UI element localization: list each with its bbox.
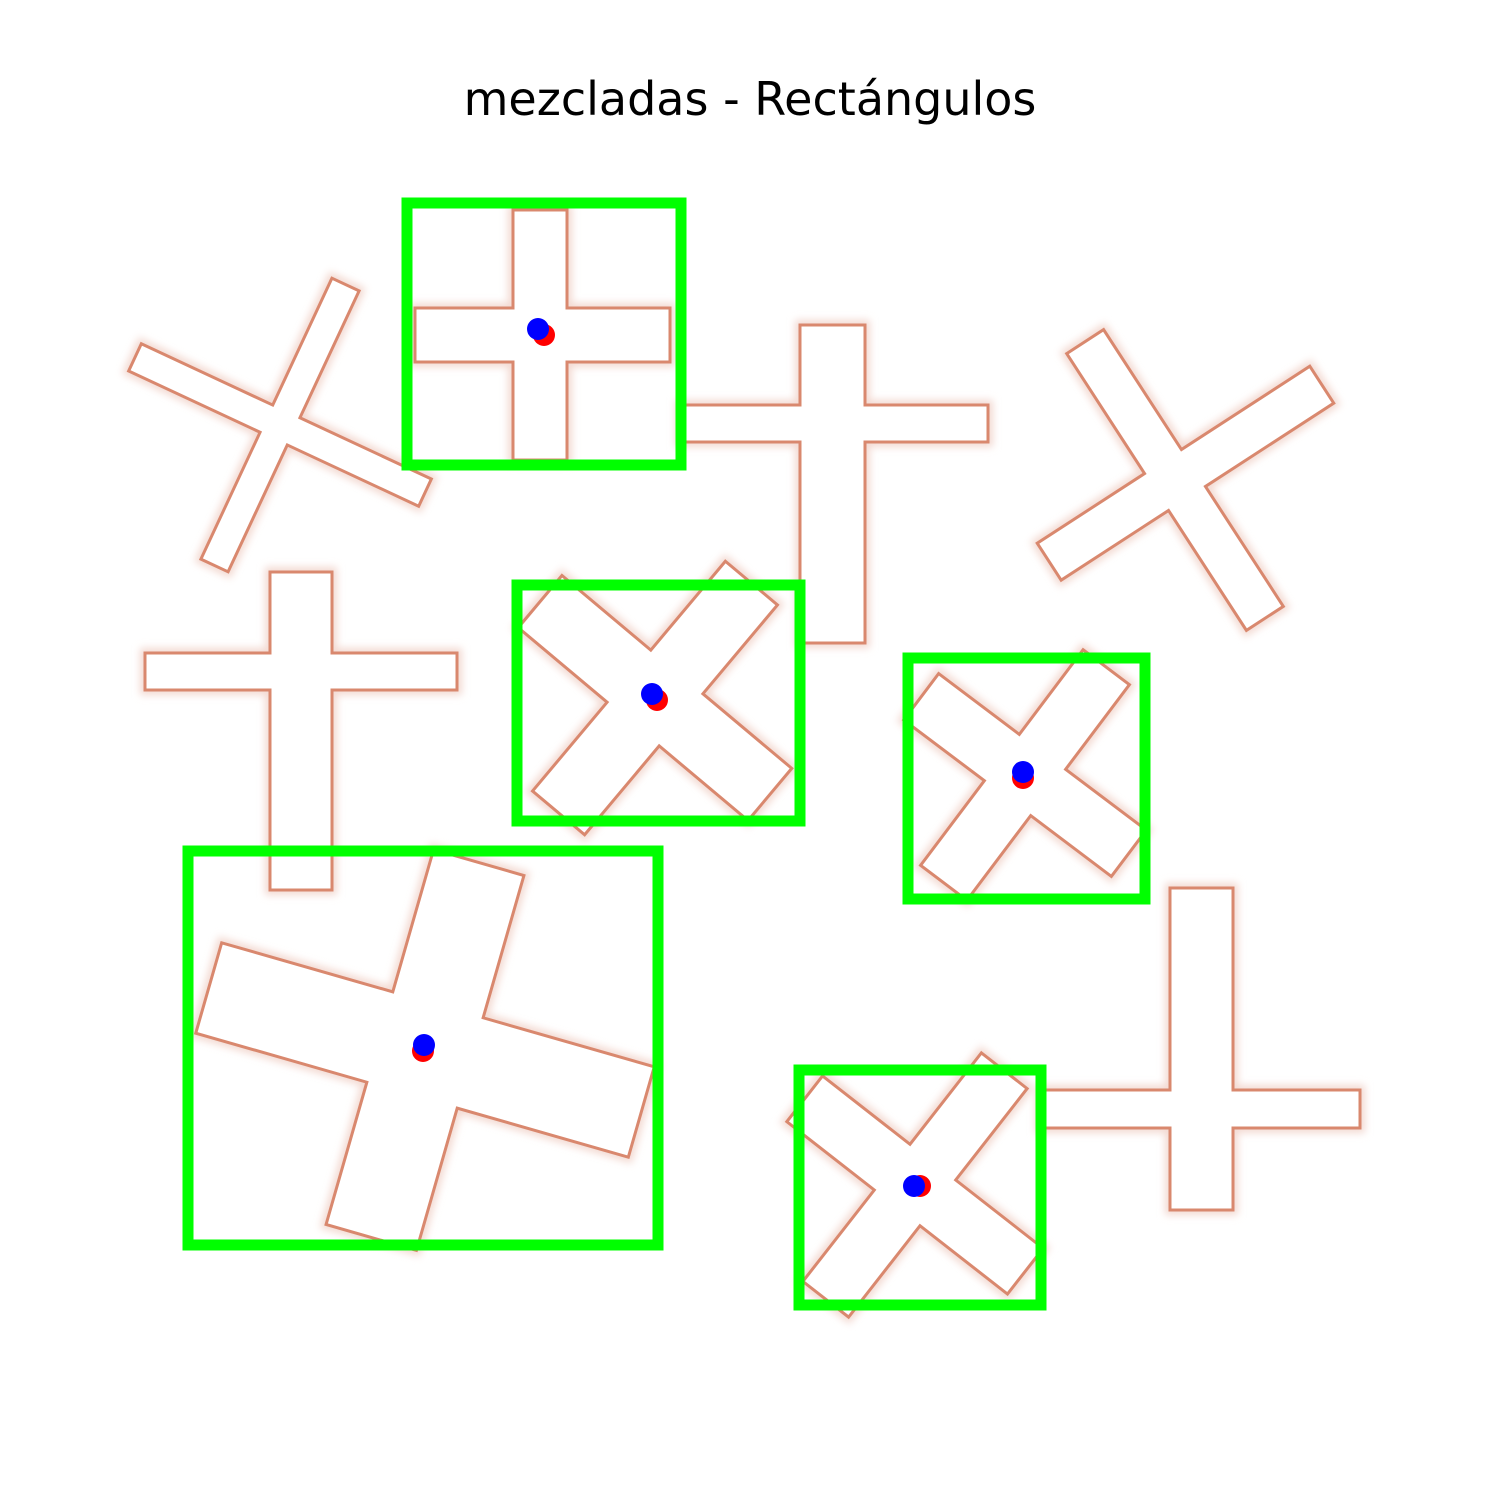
centroid-marker (903, 1175, 931, 1197)
centroid-marker (412, 1034, 435, 1062)
bounding-box (401, 197, 687, 471)
bounding-boxes (182, 197, 1151, 1311)
centroid-marker (1012, 761, 1034, 789)
figure-title: mezcladas - Rectángulos (463, 72, 1037, 126)
centroid-marker (641, 683, 668, 711)
cross-shape (122, 271, 438, 579)
cross-shape (1035, 883, 1365, 1215)
cross-shape (140, 567, 462, 895)
bounding-box (902, 652, 1151, 905)
cross-shape (1030, 322, 1341, 638)
centroid-markers (412, 318, 1034, 1197)
bounding-box (793, 1064, 1047, 1311)
centroid-marker (527, 318, 555, 346)
bounding-box (511, 579, 806, 827)
crosses (122, 205, 1365, 1325)
bounding-box (182, 845, 664, 1251)
